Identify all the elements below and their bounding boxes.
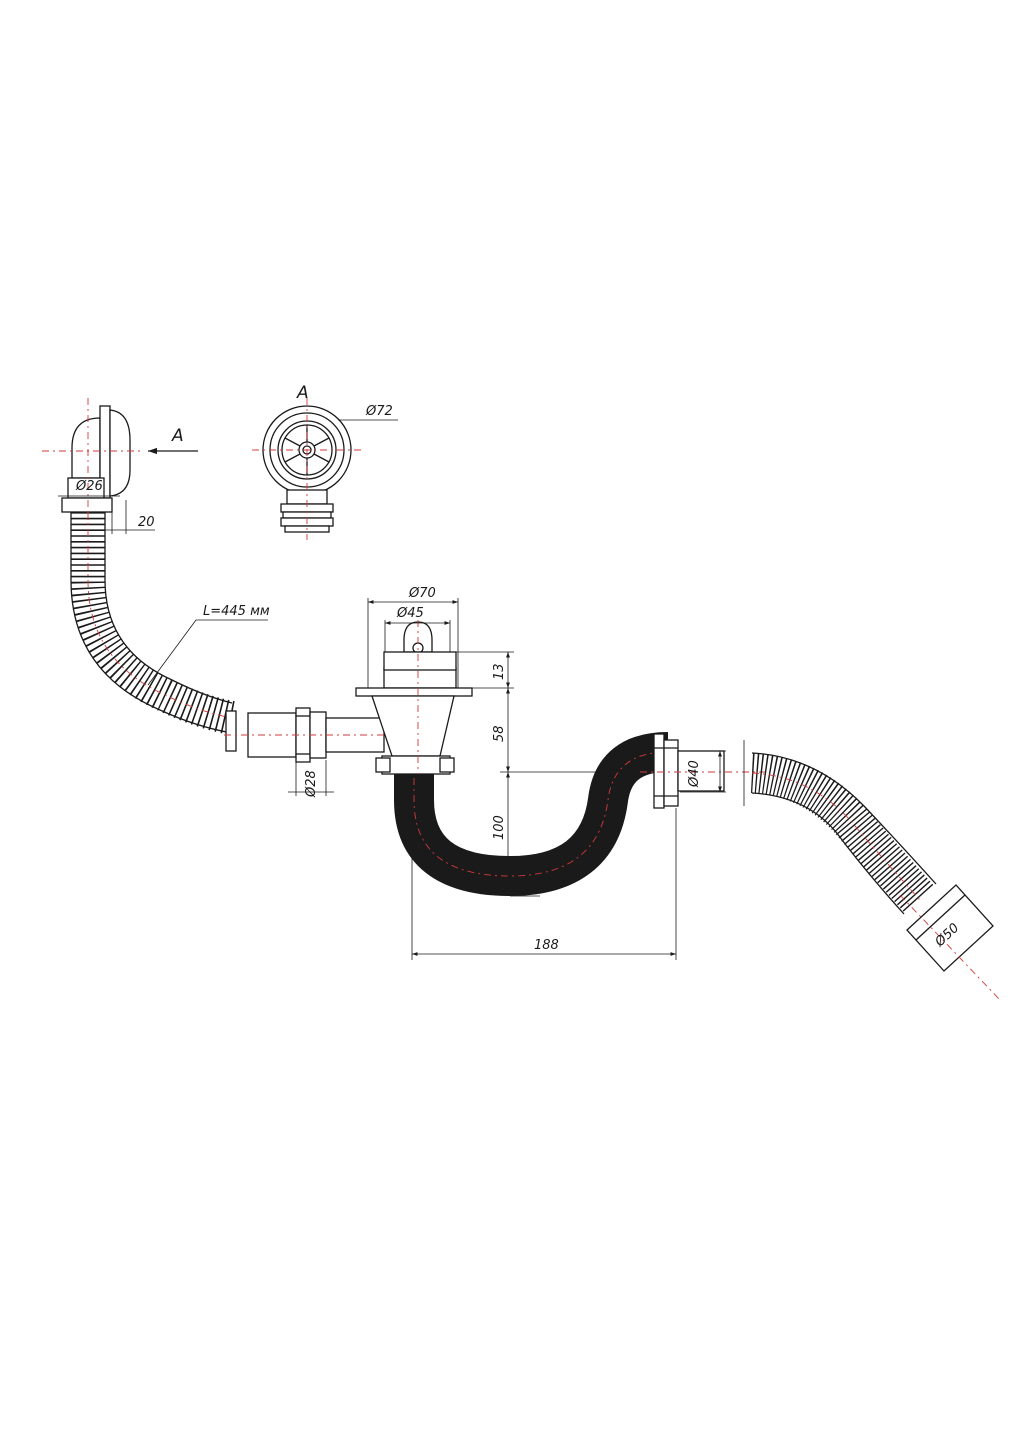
trap-bend-tube: [394, 732, 669, 897]
view-letter-label: A: [171, 426, 184, 446]
view-arrow-a: A: [148, 426, 198, 455]
outlet-coupling-d50: Ø50: [899, 884, 1001, 1001]
outlet-union-nut: [640, 733, 770, 809]
dimension-d26: Ø26: [58, 479, 120, 497]
svg-text:L=445 мм: L=445 мм: [203, 604, 270, 619]
svg-text:188: 188: [534, 938, 559, 953]
dimension-20: 20: [96, 500, 155, 534]
svg-text:Ø26: Ø26: [75, 479, 103, 494]
dimension-188: 188: [411, 780, 677, 960]
sink-drain-body: [355, 620, 473, 780]
dimension-d40: Ø40: [680, 750, 726, 793]
dimension-d70: Ø70: [367, 586, 459, 688]
svg-text:20: 20: [138, 515, 155, 530]
svg-text:Ø72: Ø72: [365, 404, 393, 419]
hose-length-leader: L=445 мм: [147, 604, 270, 686]
dimension-13: 13: [456, 651, 514, 689]
svg-text:Ø40: Ø40: [687, 760, 702, 788]
svg-text:Ø45: Ø45: [396, 606, 424, 621]
overflow-corrugated-hose: [70, 512, 236, 735]
dimension-100: 100: [492, 771, 640, 897]
svg-text:Ø28: Ø28: [304, 770, 319, 798]
svg-text:58: 58: [492, 725, 507, 742]
overflow-front-view: A Ø72: [252, 383, 398, 540]
dimension-d28: Ø28: [288, 760, 334, 798]
svg-text:100: 100: [492, 815, 507, 840]
svg-text:13: 13: [492, 663, 507, 680]
view-letter-top: A: [296, 383, 309, 403]
dimension-58: 58: [492, 688, 510, 772]
overflow-connector-nut: [224, 707, 388, 763]
svg-text:Ø70: Ø70: [408, 586, 436, 601]
outlet-corrugated-hose: [743, 740, 937, 915]
dimension-d45: Ø45: [384, 606, 451, 652]
overflow-head-side-view: [42, 398, 140, 520]
